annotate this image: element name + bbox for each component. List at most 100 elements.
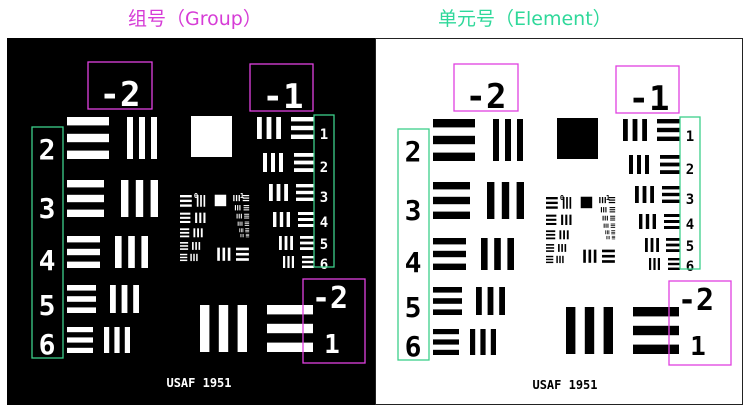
horizontal-bar (611, 233, 616, 235)
horizontal-bar (546, 218, 557, 221)
vertical-bar (233, 195, 235, 202)
vertical-bar (556, 255, 558, 264)
horizontal-bar (296, 184, 314, 188)
horizontal-bar (67, 285, 96, 291)
group-label-top-left: -2 (100, 75, 141, 115)
vertical-bar (139, 117, 145, 159)
vertical-bar (603, 207, 605, 213)
horizontal-bar (236, 247, 249, 251)
vertical-bar (606, 230, 608, 235)
vertical-bar (276, 184, 281, 201)
vertical-bar (607, 235, 609, 240)
horizontal-bar (633, 344, 679, 354)
horizontal-bar (608, 199, 616, 201)
vertical-bar (593, 249, 597, 263)
vertical-bar (198, 242, 201, 250)
horizontal-bar (294, 153, 314, 157)
horizontal-bar (546, 247, 555, 249)
horizontal-bar (611, 230, 616, 232)
element-label-right: 5 (320, 237, 328, 253)
horizontal-bar (433, 135, 475, 145)
element-label-right: 2 (686, 162, 694, 178)
vertical-bar (279, 153, 283, 172)
vertical-bar (239, 221, 241, 226)
horizontal-bar (302, 265, 314, 268)
vertical-bar (562, 197, 565, 209)
element-label-right: 3 (686, 192, 694, 208)
group-box-top-right (615, 65, 680, 114)
vertical-bar (196, 253, 198, 262)
horizontal-bar (298, 218, 314, 221)
reference-square (214, 194, 227, 207)
vertical-bar (239, 228, 241, 233)
vertical-bar (494, 238, 501, 270)
vertical-bar (566, 307, 576, 354)
vertical-bar (642, 119, 647, 141)
horizontal-bar (302, 260, 314, 264)
vertical-bar (559, 230, 562, 240)
horizontal-bar (67, 194, 104, 203)
vertical-bar (271, 153, 275, 172)
horizontal-bar (244, 217, 250, 219)
vertical-bar (588, 249, 592, 263)
vertical-bar (242, 233, 244, 238)
vertical-bar (639, 214, 643, 229)
inner-group-label-0: 0 (560, 194, 564, 202)
horizontal-bar (67, 296, 96, 302)
vertical-bar (516, 182, 524, 219)
vertical-bar (217, 247, 220, 261)
horizontal-bar (546, 206, 558, 209)
horizontal-bar (546, 255, 554, 258)
vertical-bar (561, 214, 564, 225)
element-box-left (31, 126, 64, 359)
vertical-bar (124, 327, 130, 353)
horizontal-bar (546, 233, 556, 236)
horizontal-bar (298, 224, 314, 227)
horizontal-bar (294, 160, 314, 165)
horizontal-bar (180, 228, 190, 231)
horizontal-bar (602, 249, 615, 253)
vertical-bar (114, 327, 120, 353)
horizontal-bar (267, 305, 313, 315)
vertical-bar (566, 197, 568, 209)
horizontal-bar (546, 201, 558, 205)
horizontal-bar (609, 211, 616, 213)
horizontal-bar (668, 267, 680, 270)
element-label-right: 3 (320, 190, 328, 206)
horizontal-bar (244, 213, 250, 215)
horizontal-bar (546, 197, 558, 200)
vertical-bar (193, 253, 195, 262)
element-label-left: 5 (39, 289, 56, 322)
vertical-bar (606, 215, 608, 221)
vertical-bar (263, 153, 267, 172)
horizontal-bar (67, 307, 96, 313)
element-label-left: 5 (405, 291, 422, 324)
vertical-bar (235, 195, 238, 202)
horizontal-bar (67, 117, 109, 126)
horizontal-bar (67, 180, 104, 188)
vertical-bar (200, 195, 202, 207)
horizontal-bar (666, 249, 680, 252)
horizontal-bar (245, 235, 250, 236)
vertical-bar (652, 214, 656, 229)
horizontal-bar (291, 117, 314, 122)
horizontal-bar (180, 195, 192, 198)
vertical-bar (284, 184, 288, 201)
horizontal-bar (67, 150, 109, 159)
vertical-bar (487, 287, 494, 315)
vertical-bar (476, 287, 482, 315)
horizontal-bar (664, 226, 680, 229)
horizontal-bar (611, 238, 616, 240)
horizontal-bar (67, 236, 100, 243)
reference-square (580, 196, 593, 209)
horizontal-bar (267, 342, 313, 352)
horizontal-bar (662, 186, 680, 190)
element-label-left: 4 (39, 244, 56, 277)
horizontal-bar (291, 125, 314, 131)
horizontal-bar (67, 327, 93, 333)
horizontal-bar (611, 237, 616, 238)
inner-group-label-1: 1 (240, 192, 244, 200)
horizontal-bar (668, 262, 680, 266)
horizontal-bar (180, 212, 191, 215)
horizontal-bar (657, 127, 680, 133)
